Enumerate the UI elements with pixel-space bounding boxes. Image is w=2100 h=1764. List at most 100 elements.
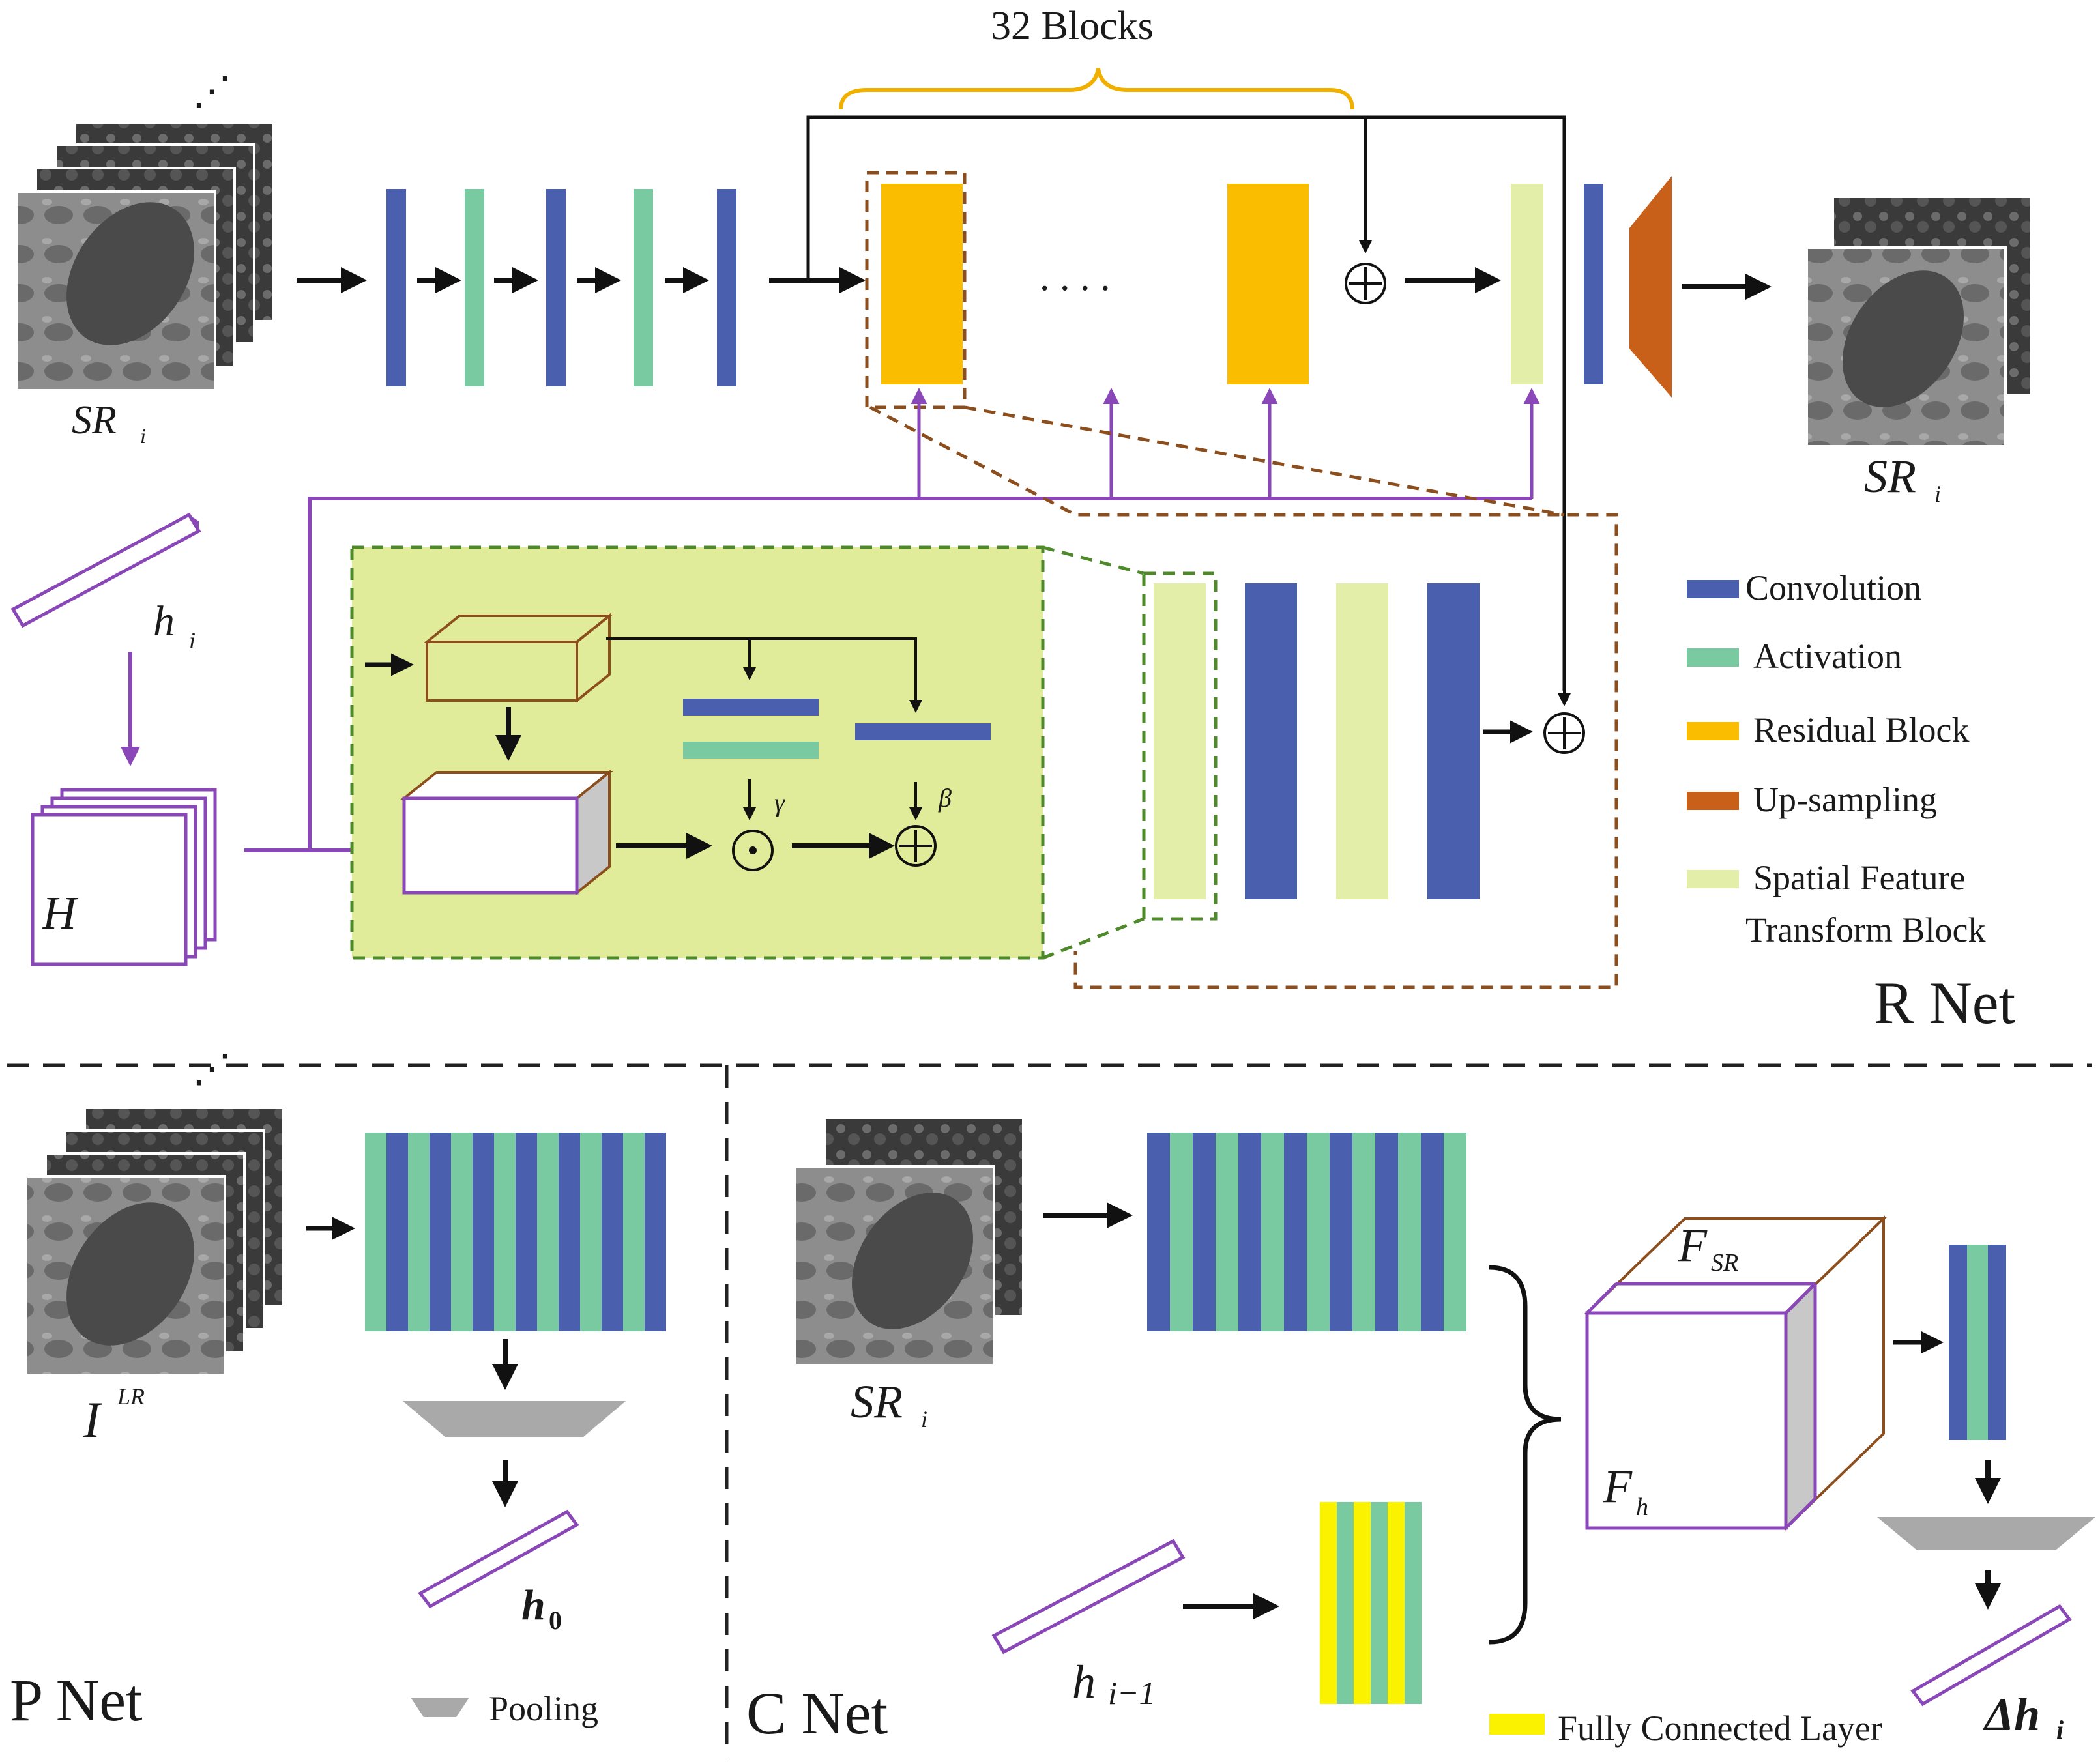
r-output-sub: i xyxy=(1934,481,1941,507)
conv-layer xyxy=(1238,1133,1261,1331)
fc-legend-label: Fully Connected Layer xyxy=(1558,1709,1882,1748)
pooling-layer xyxy=(403,1401,626,1437)
conv-layer xyxy=(645,1133,666,1331)
conv-layer xyxy=(855,723,991,740)
p-input-sup: LR xyxy=(117,1383,145,1410)
legend-swatch-pooling xyxy=(411,1698,469,1717)
pooling-layer xyxy=(1877,1517,2095,1550)
r-net-label: R Net xyxy=(1874,970,2016,1036)
activation-layer xyxy=(1405,1502,1422,1704)
legend-sft-line1: Spatial Feature xyxy=(1753,858,1965,897)
conv-layer xyxy=(1245,583,1297,899)
h0-vector-icon xyxy=(418,1509,579,1609)
r-input-sub: i xyxy=(140,424,146,448)
c-input-sub: i xyxy=(921,1406,927,1432)
long-skip-connection xyxy=(806,115,1566,691)
legend-swatch-upsampling xyxy=(1687,792,1739,810)
fc-layer xyxy=(1320,1502,1337,1704)
sft-highlight-box xyxy=(1142,571,1218,921)
conv-layer xyxy=(516,1133,537,1331)
activation-layer xyxy=(1352,1133,1375,1331)
fh-label: F xyxy=(1603,1460,1633,1512)
activation-layer xyxy=(1261,1133,1284,1331)
legend-convolution: Convolution xyxy=(1745,568,1921,607)
r-output-label: SR xyxy=(1864,450,1916,502)
c-net-section: SR i h i−1 F SR F h xyxy=(746,1116,2095,1748)
conv-layer xyxy=(386,189,406,386)
delta-h-vector-icon xyxy=(1910,1604,2072,1707)
conv-layer xyxy=(559,1133,580,1331)
activation-layer xyxy=(1444,1133,1466,1331)
gamma-label: γ xyxy=(774,788,785,817)
residual-ellipsis: . . . . xyxy=(1040,255,1111,299)
fc-layer xyxy=(1354,1502,1371,1704)
conv-layer xyxy=(386,1133,408,1331)
h0-label: h xyxy=(521,1582,546,1629)
sft-block xyxy=(1511,184,1543,384)
activation-layer xyxy=(408,1133,430,1331)
activation-layer xyxy=(634,189,653,386)
activation-layer xyxy=(1307,1133,1330,1331)
residual-block xyxy=(881,184,963,384)
r-input-label: SR xyxy=(72,398,117,442)
conv-layer xyxy=(1330,1133,1352,1331)
fully-connected-stack xyxy=(1320,1502,1422,1704)
activation-layer xyxy=(580,1133,602,1331)
conv-layer xyxy=(1375,1133,1398,1331)
feature-cube-top xyxy=(423,613,613,704)
activation-layer xyxy=(365,1133,386,1331)
r-net-output-image-stack xyxy=(1805,195,2033,448)
conv-layer xyxy=(546,189,566,386)
activation-layer xyxy=(1398,1133,1421,1331)
H-label: H xyxy=(42,887,79,939)
h-prev-sub: i−1 xyxy=(1108,1675,1156,1711)
conv-layer xyxy=(1421,1133,1444,1331)
fc-layer xyxy=(1388,1502,1405,1704)
fsr-label: F xyxy=(1678,1219,1708,1271)
legend-swatch-convolution xyxy=(1687,580,1739,598)
H-feature-stack xyxy=(31,788,217,966)
residual-highlight-box xyxy=(865,171,967,409)
conv-layer xyxy=(1427,583,1480,899)
legend-activation: Activation xyxy=(1753,637,1902,676)
conv-layer xyxy=(430,1133,451,1331)
activation-layer xyxy=(537,1133,559,1331)
delta-h-label: Δh xyxy=(1983,1688,2040,1741)
add-node xyxy=(895,825,937,867)
legend-swatch-residual xyxy=(1687,722,1739,740)
c-net-conv-act-stack xyxy=(1147,1133,1466,1331)
r-net-input-image-stack: ⋰ xyxy=(15,70,275,392)
activation-layer xyxy=(451,1133,473,1331)
sum-node xyxy=(1345,263,1386,304)
legend-up-sampling: Up-sampling xyxy=(1753,780,1937,819)
residual-block xyxy=(1227,184,1309,384)
h-i-label: h xyxy=(153,598,175,645)
activation-layer xyxy=(1170,1133,1193,1331)
beta-label: β xyxy=(938,783,952,813)
activation-layer xyxy=(1216,1133,1238,1331)
blocks-brace xyxy=(839,68,1354,110)
h-i-vector-icon xyxy=(10,512,201,628)
stack-ellipsis-dots: ⋰ xyxy=(192,1047,231,1090)
legend-residual-block: Residual Block xyxy=(1753,710,1969,749)
p-net-conv-act-stack xyxy=(365,1133,666,1331)
sft-block xyxy=(1336,583,1388,899)
p-input-label: I xyxy=(83,1391,103,1448)
up-sampling-layer xyxy=(1629,176,1672,398)
conv-layer xyxy=(1949,1245,1967,1440)
c-net-label: C Net xyxy=(746,1680,888,1746)
feature-cube-fsr-fh xyxy=(1584,1215,1887,1531)
conv-layer xyxy=(1193,1133,1216,1331)
sft-block xyxy=(1154,583,1206,899)
legend-sft-line2: Transform Block xyxy=(1745,910,1986,949)
h-i-sub: i xyxy=(189,628,196,654)
c-input-label: SR xyxy=(851,1376,903,1428)
r-net-section: ⋰ SR i 32 Blocks . . . . xyxy=(10,4,2033,1036)
activation-layer xyxy=(1371,1502,1388,1704)
p-net-label: P Net xyxy=(10,1667,143,1733)
activation-layer xyxy=(623,1133,645,1331)
pooling-legend-label: Pooling xyxy=(489,1689,598,1728)
activation-layer xyxy=(683,742,819,759)
activation-layer xyxy=(1967,1245,1988,1440)
activation-layer xyxy=(465,189,484,386)
